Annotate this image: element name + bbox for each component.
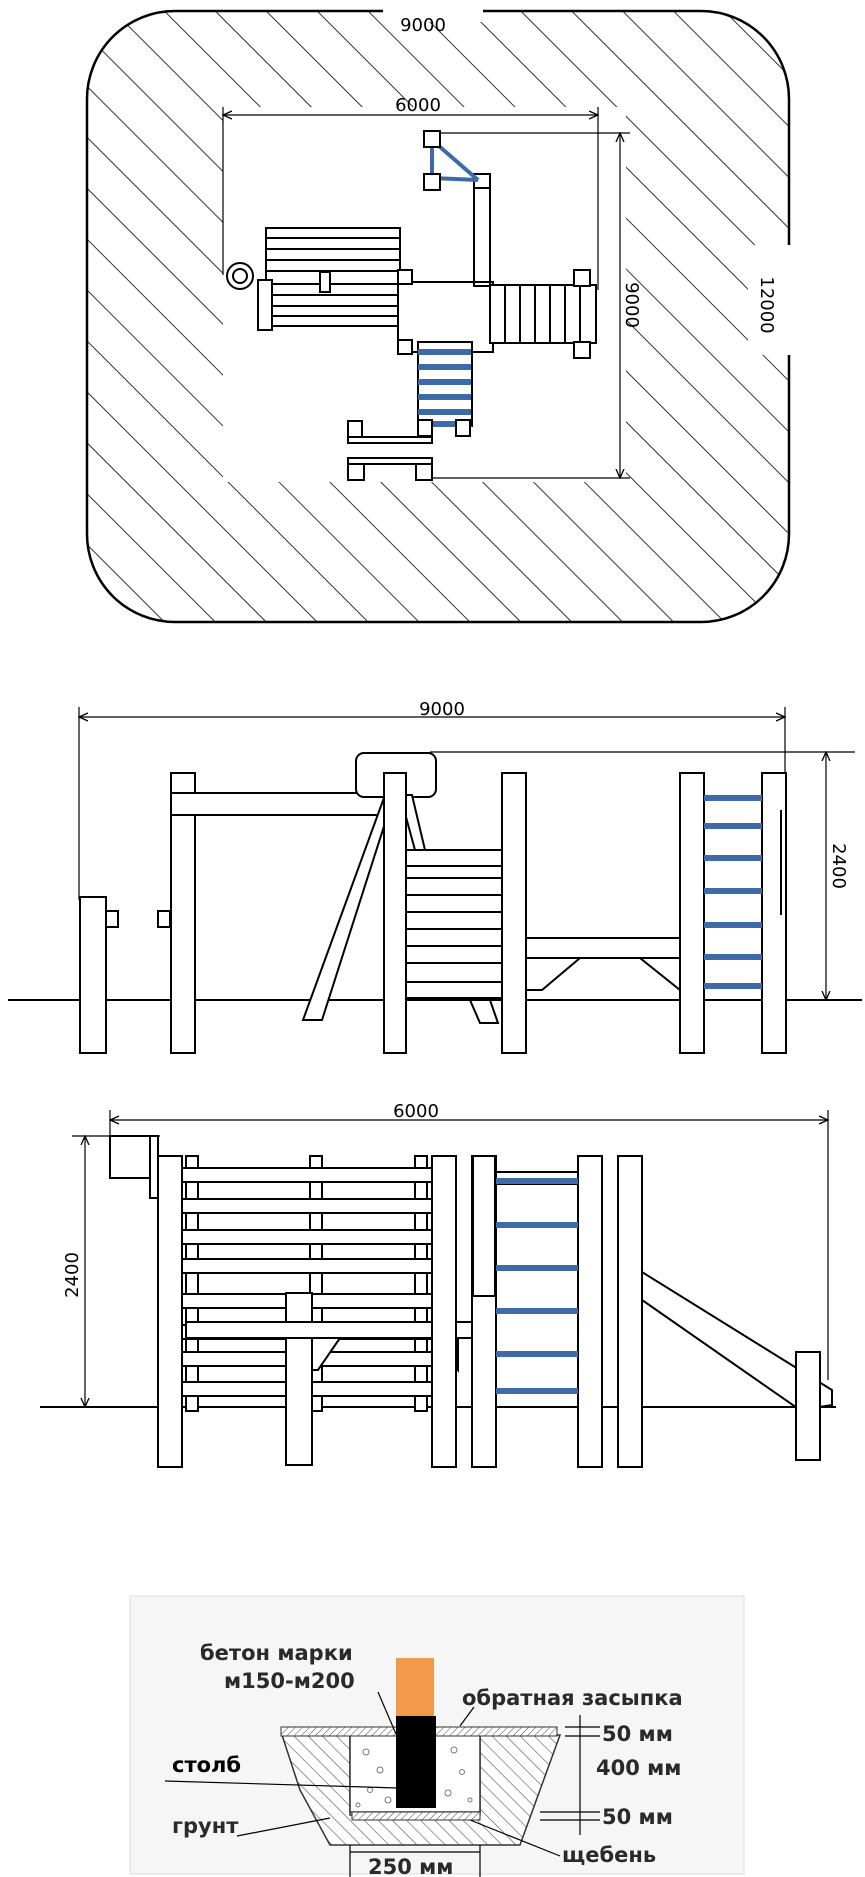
- plan-view: 9000 12000 6000 9000: [85, 2, 800, 624]
- foundation-detail: бетон марки м150-м200 обратная засыпка с…: [129, 1595, 745, 1877]
- zone-depth-label: 12000: [756, 276, 777, 333]
- post-black: [396, 1716, 436, 1808]
- side-height-label: 2400: [62, 1252, 83, 1298]
- gravel-label: щебень: [562, 1843, 656, 1867]
- plan-benches: [347, 420, 433, 481]
- top-layer-label: 50 мм: [602, 1722, 673, 1746]
- climbing-triangle: [423, 130, 480, 191]
- width-label: 250 мм: [368, 1855, 453, 1877]
- concrete-label-line1: бетон марки: [200, 1641, 353, 1665]
- front-height-label: 2400: [828, 843, 849, 889]
- equipment-width-label: 6000: [395, 95, 441, 116]
- side-width-label: 6000: [393, 1101, 439, 1122]
- depth-label: 400 мм: [596, 1756, 681, 1780]
- central-platform: [397, 281, 494, 353]
- bottom-layer-label: 50 мм: [602, 1805, 673, 1829]
- side-elevation: 6000 2400: [40, 1101, 836, 1468]
- front-width-label: 9000: [419, 699, 465, 720]
- plan-ladder: [417, 341, 473, 437]
- front-elevation: 9000 2400: [8, 699, 862, 1054]
- soil-label: грунт: [172, 1814, 239, 1838]
- post-orange-top: [396, 1658, 434, 1718]
- side-ladder-rungs: [496, 1178, 578, 1394]
- front-ladder-rungs: [704, 795, 762, 989]
- bridge: [489, 269, 597, 359]
- swing-frame: [226, 227, 401, 331]
- gravel-layer: [351, 1811, 481, 1821]
- backfill-label: обратная засыпка: [462, 1686, 683, 1710]
- concrete-label-line2: м150-м200: [224, 1669, 355, 1693]
- zone-width-label: 9000: [400, 15, 446, 36]
- equipment-depth-label: 9000: [621, 282, 642, 328]
- post-label: столб: [172, 1753, 241, 1777]
